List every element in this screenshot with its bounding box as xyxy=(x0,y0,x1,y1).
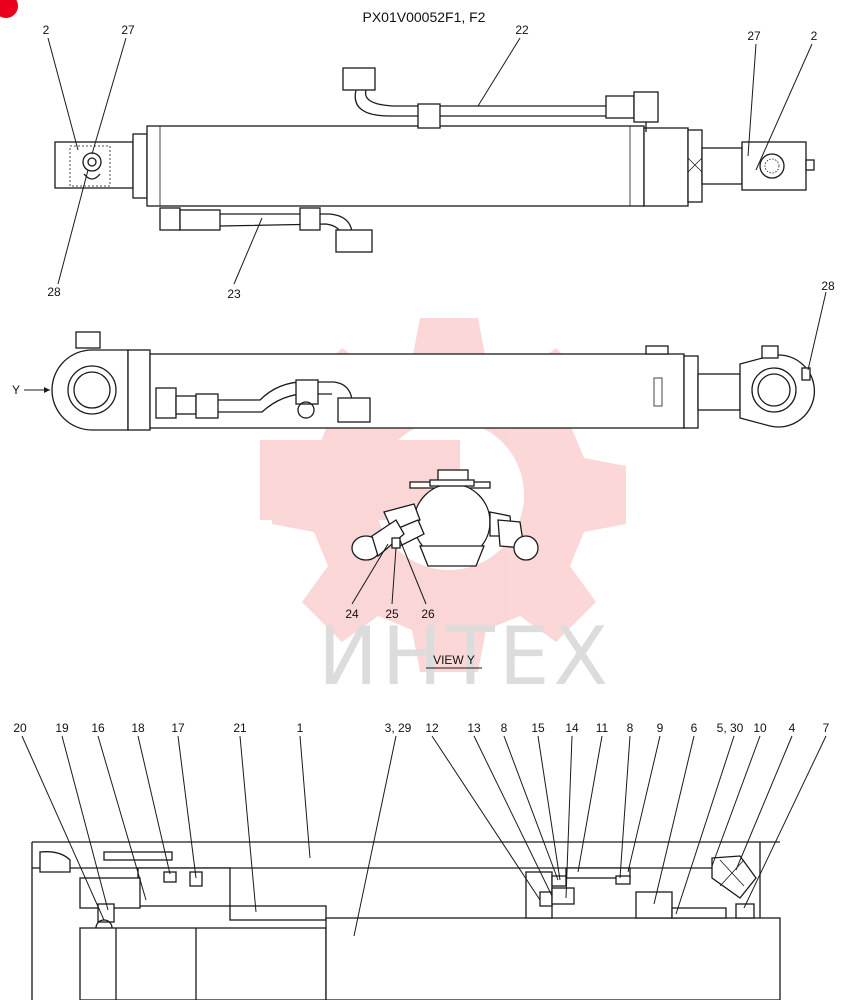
callout-label: 3, 29 xyxy=(385,721,412,735)
callout-label: 25 xyxy=(385,607,399,621)
callout-leader xyxy=(807,291,827,371)
callout-label: 9 xyxy=(657,721,664,735)
corner-badge-icon xyxy=(0,0,18,18)
callout-label: 21 xyxy=(233,721,247,735)
callout-label: 27 xyxy=(121,23,135,37)
callout-label: 17 xyxy=(171,721,185,735)
callout-label: 28 xyxy=(47,285,61,299)
callout-label: 14 xyxy=(565,721,579,735)
callout-label: 18 xyxy=(131,721,145,735)
callout-label: 6 xyxy=(691,721,698,735)
callout-label: 5, 30 xyxy=(717,721,744,735)
callout-label: 7 xyxy=(823,721,830,735)
callout-label: 16 xyxy=(91,721,105,735)
callout-label: 19 xyxy=(55,721,69,735)
view-y-end-view xyxy=(351,469,539,567)
callout-label: 1 xyxy=(297,721,304,735)
drawing-title: PX01V00052F1, F2 xyxy=(363,9,486,25)
callout-label: 13 xyxy=(467,721,481,735)
view-y-label: VIEW Y xyxy=(433,653,475,667)
callout-label: 24 xyxy=(345,607,359,621)
side-view-cylinder xyxy=(51,331,815,431)
callout-label: 12 xyxy=(425,721,439,735)
callout-label: 4 xyxy=(789,721,796,735)
callout-label: 2 xyxy=(43,23,50,37)
callout-label: 8 xyxy=(627,721,634,735)
top-view-callouts: 2 27 22 27 2 28 23 xyxy=(43,23,818,301)
callout-label: 23 xyxy=(227,287,241,301)
callout-label: 20 xyxy=(13,721,27,735)
section-callouts: 20 19 16 18 17 21 1 3, 29 12 13 8 15 14 … xyxy=(13,721,830,937)
callout-label: 2 xyxy=(811,29,818,43)
callout-label: 15 xyxy=(531,721,545,735)
callout-label: 28 xyxy=(821,279,835,293)
view-y-arrow: Y xyxy=(12,383,50,397)
y-arrow-label: Y xyxy=(12,383,20,397)
watermark-text: ИНТЕХ xyxy=(318,610,612,703)
section-view xyxy=(31,841,781,1000)
callout-label: 22 xyxy=(515,23,529,37)
top-view-cylinder xyxy=(54,67,815,253)
callout-label: 27 xyxy=(747,29,761,43)
view-y-callouts: 24 25 26 VIEW Y xyxy=(345,539,482,669)
callout-label: 8 xyxy=(501,721,508,735)
callout-label: 11 xyxy=(596,721,609,735)
callout-label: 10 xyxy=(753,721,767,735)
callout-label: 26 xyxy=(421,607,435,621)
